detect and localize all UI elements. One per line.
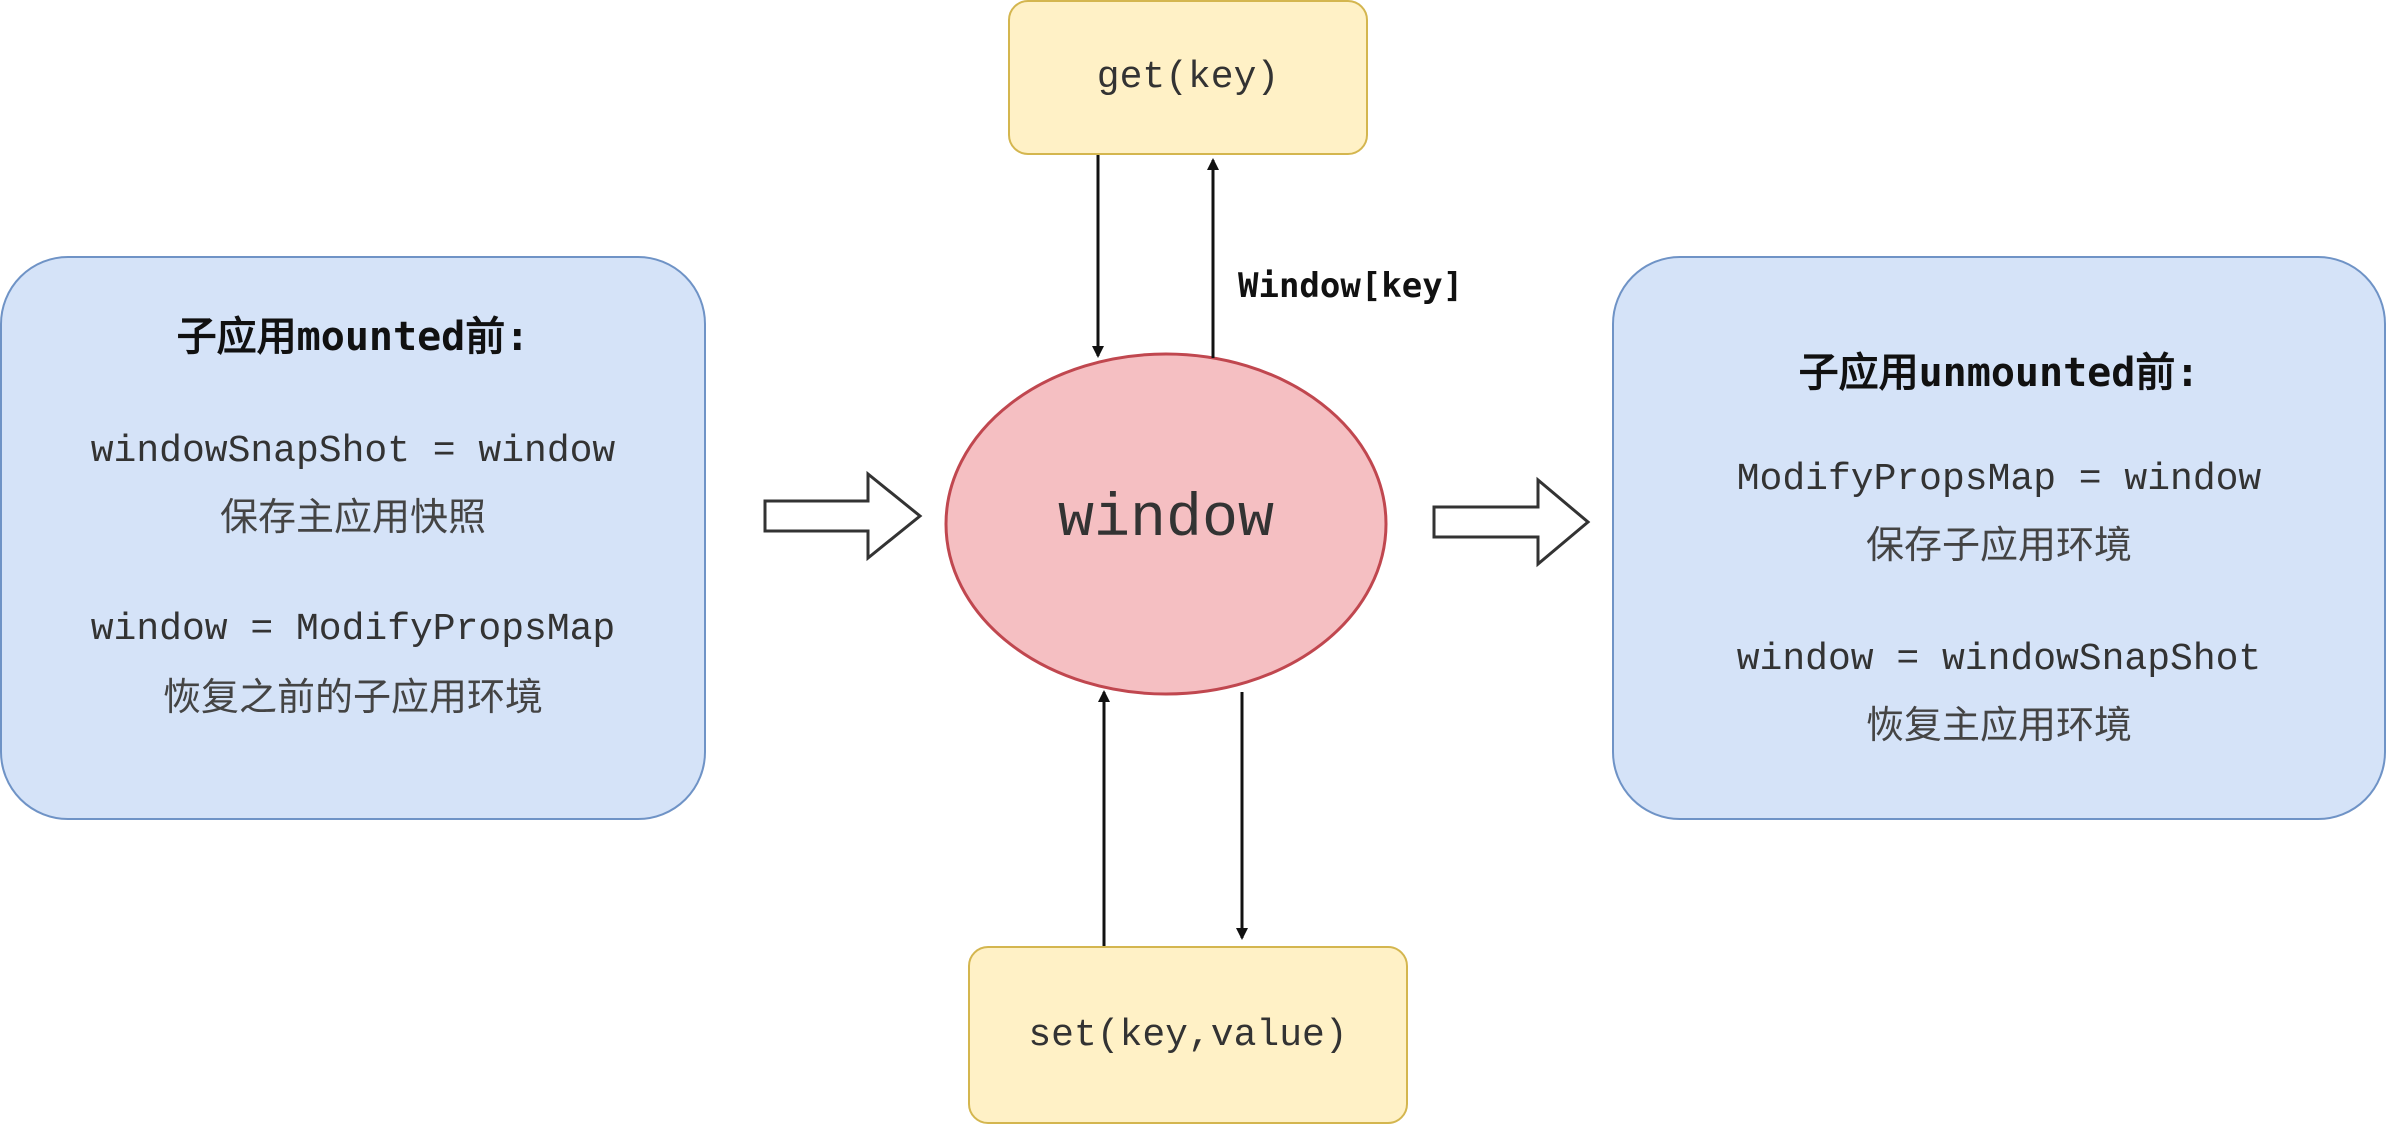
left-panel-note-2: 恢复之前的子应用环境 <box>162 675 543 719</box>
block-arrow-left-to-window <box>763 470 923 562</box>
right-panel-note-2: 恢复主应用环境 <box>1865 703 2132 747</box>
window-ellipse <box>944 352 1388 696</box>
left-panel-mounted: 子应用mounted前: windowSnapShot = window 保存主… <box>0 256 706 820</box>
set-key-value-box: set(key,value) <box>968 946 1408 1124</box>
right-panel-code-2: window = windowSnapShot <box>1736 638 2262 681</box>
right-panel-note-1: 保存子应用环境 <box>1865 523 2132 567</box>
get-key-box: get(key) <box>1008 0 1368 155</box>
window-node-label: window <box>1057 486 1275 554</box>
left-panel-title: 子应用mounted前: <box>176 314 530 360</box>
right-panel-title: 子应用unmounted前: <box>1798 350 2200 396</box>
left-panel-note-1: 保存主应用快照 <box>219 495 486 539</box>
right-panel-code-1: ModifyPropsMap = window <box>1736 458 2262 501</box>
block-arrow-window-to-right <box>1432 476 1591 568</box>
right-panel-unmounted: 子应用unmounted前: ModifyPropsMap = window 保… <box>1612 256 2386 820</box>
window-key-edge-label: Window[key] <box>1238 266 1464 306</box>
left-panel-code-2: window = ModifyPropsMap <box>90 608 616 651</box>
left-panel-code-1: windowSnapShot = window <box>90 430 616 473</box>
